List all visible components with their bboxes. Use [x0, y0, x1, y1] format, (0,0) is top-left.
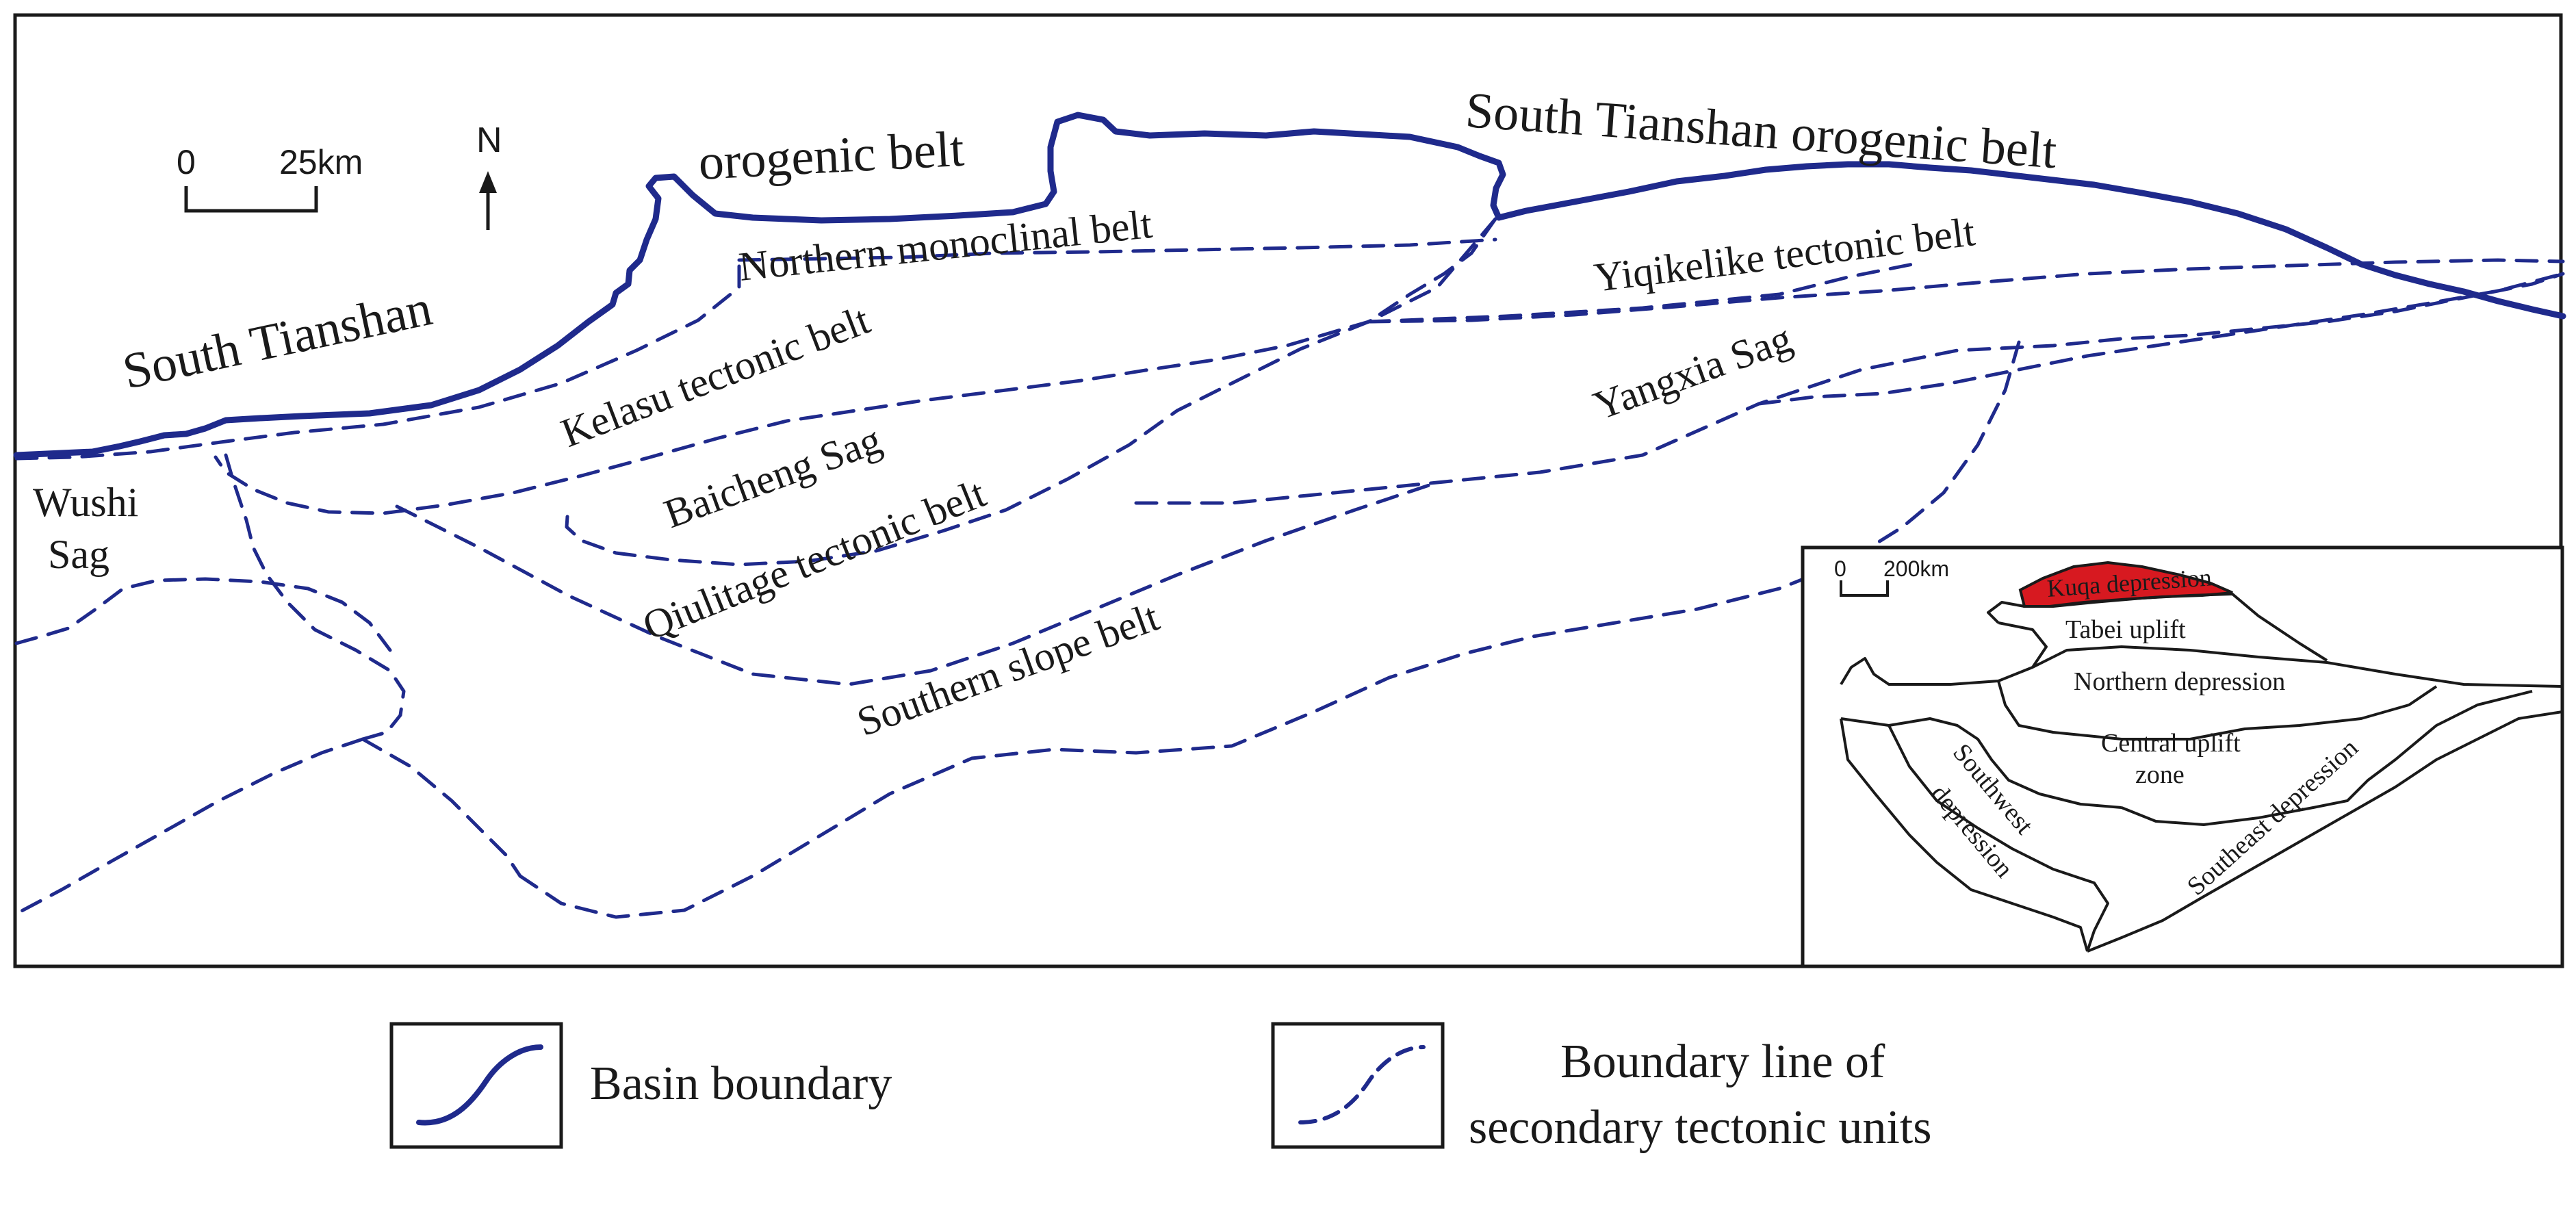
- legend-basin-boundary-label: Basin boundary: [590, 1057, 892, 1110]
- boundary-qiulitage-north: [1134, 272, 2565, 505]
- inset-central-upper: [1840, 717, 2122, 809]
- basin-boundary-line: [13, 112, 2566, 459]
- inset-label-tabei-uplift: Tabei uplift: [2065, 615, 2186, 644]
- inset-northern-upper: [1840, 645, 2563, 688]
- boundary-qiulitage-south: [395, 480, 1439, 686]
- north-arrow: N: [476, 120, 502, 230]
- inset-southeast-outer: [2087, 710, 2563, 953]
- scale-bar-zero: 0: [177, 143, 196, 181]
- north-arrow-label: N: [476, 120, 502, 160]
- boundary-southwest-diagonal: [14, 737, 365, 916]
- boundary-kelasu-north: [14, 258, 741, 461]
- inset-scale-distance: 200km: [1883, 556, 1949, 581]
- boundary-southern-slope: [518, 340, 2021, 919]
- inset-label-central-uplift-zone: zone: [2135, 760, 2185, 789]
- boundary-northern-monoclinal: [737, 237, 1497, 262]
- inset-central-lower: [1888, 725, 2109, 952]
- legend-secondary-boundary-label-2: secondary tectonic units: [1469, 1101, 1931, 1154]
- boundary-southern-lower: [361, 737, 522, 878]
- legend-secondary-boundary-line: [1298, 1045, 1426, 1124]
- scale-bar-distance: 25km: [279, 143, 363, 181]
- legend-secondary-boundary-swatch: [1271, 1022, 1445, 1149]
- boundary-baicheng-sag: [565, 320, 1371, 567]
- inset-label-central-uplift: Central uplift: [2101, 729, 2241, 758]
- boundary-kelasu-south: [214, 217, 1497, 515]
- inset-label-northern-depression: Northern depression: [2074, 667, 2285, 696]
- inset-frame: [1801, 545, 2564, 968]
- scale-bar-line: [184, 186, 318, 213]
- label-wushi: Wushi: [33, 480, 138, 525]
- inset-southwest-outer: [1840, 718, 2089, 952]
- north-arrow-head-icon: [479, 171, 497, 193]
- boundary-yiqikelike-south: [1367, 217, 1497, 324]
- legend-basin-boundary-line: [416, 1044, 543, 1126]
- secondary-boundary-lines: [14, 217, 2565, 919]
- inset-scale-bar: [1840, 580, 1889, 597]
- legend-secondary-boundary-label-1: Boundary line of: [1560, 1035, 1885, 1088]
- inset-scale-zero: 0: [1834, 556, 1846, 581]
- inset-tabei-lower: [1998, 621, 2048, 669]
- inset-tabei-outline: [1987, 593, 2328, 662]
- boundary-wushi-west: [14, 577, 392, 652]
- boundary-yiqikelike-yangxia: [1367, 261, 1918, 324]
- label-wushi-sag: Sag: [48, 532, 110, 577]
- boundary-wushi-sag: [224, 453, 406, 741]
- inset-central-south: [2121, 690, 2533, 826]
- boundary-yiqikelike-inner: [1367, 258, 2565, 324]
- inset-map: 0 200km Kuqa depression Tabei uplift Nor…: [1801, 545, 2564, 968]
- scale-bar: 0 25km: [177, 143, 363, 213]
- label-orogenic-belt-left: orogenic belt: [697, 121, 966, 191]
- inset-northern-lower: [1997, 680, 2438, 741]
- legend: Basin boundary Boundary line of secondar…: [389, 1022, 1931, 1154]
- legend-basin-boundary-swatch: [389, 1022, 563, 1149]
